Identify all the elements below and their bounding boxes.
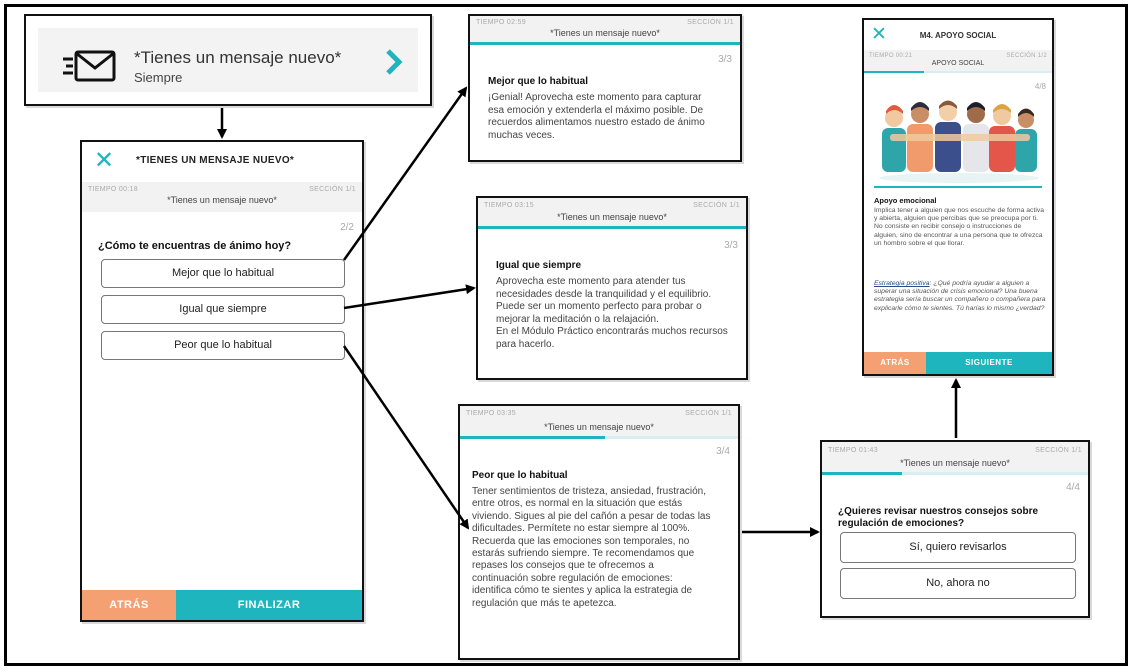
option-worse-button[interactable]: Peor que lo habitual: [101, 331, 345, 360]
meta-title: *Tienes un mensaje nuevo*: [550, 28, 660, 38]
progress-fill: [470, 42, 740, 45]
arrow-better-option-to-better-screen: [342, 86, 468, 261]
meta-bar: TIEMPO 01:43 SECCIÓN 1/1 *Tienes un mens…: [822, 442, 1088, 472]
timer-label: TIEMPO 03:35: [466, 410, 516, 417]
timer-label: TIEMPO 01:43: [828, 447, 878, 454]
finish-button[interactable]: FINALIZAR: [176, 590, 362, 620]
notification-subtitle: Siempre: [134, 70, 183, 85]
option-better-button[interactable]: Mejor que lo habitual: [101, 259, 345, 288]
header-title: *TIENES UN MENSAJE NUEVO*: [136, 155, 295, 166]
arrow-same-option-to-same-screen: [343, 284, 476, 310]
progress-fill: [460, 436, 605, 439]
strategy-label: Estrategia positiva: [874, 280, 930, 287]
meta-bar: TIEMPO 03:35 SECCIÓN 1/1 *Tienes un mens…: [460, 406, 738, 436]
module-title: M4. APOYO SOCIAL: [919, 31, 997, 40]
section-label: SECCIÓN 1/1: [693, 202, 740, 209]
close-icon[interactable]: ✕: [94, 146, 115, 174]
response-body: Aprovecha este momento para atender tus …: [496, 276, 728, 350]
chevron-right-icon[interactable]: [384, 48, 404, 81]
response-title: Mejor que lo habitual: [488, 76, 589, 87]
content-title: Apoyo emocional: [874, 196, 937, 205]
page-counter: 4/4: [1066, 482, 1080, 493]
meta-bar: TIEMPO 02:59 SECCIÓN 1/1 *Tienes un mens…: [470, 16, 740, 42]
meta-bar: TIEMPO 00:21 SECCIÓN 1/2 APOYO SOCIAL: [864, 50, 1052, 71]
next-button[interactable]: SIGUIENTE: [926, 352, 1052, 374]
response-body: Tener sentimientos de tristeza, ansiedad…: [472, 486, 711, 609]
page-counter: 3/3: [724, 240, 738, 251]
advice-question-screen: TIEMPO 01:43 SECCIÓN 1/1 *Tienes un mens…: [820, 440, 1090, 618]
meta-title: *Tienes un mensaje nuevo*: [167, 195, 277, 205]
timer-label: TIEMPO 02:59: [476, 19, 526, 26]
meta-bar: TIEMPO 03:15 SECCIÓN 1/1 *Tienes un mens…: [478, 198, 746, 226]
notification-card[interactable]: *Tienes un mensaje nuevo* Siempre: [24, 14, 432, 106]
progress-bar: [460, 436, 738, 439]
page-counter: 3/3: [718, 54, 732, 65]
back-button[interactable]: ATRÁS: [82, 590, 176, 620]
strategy-text: : ¿Qué podría ayudar a alguien a superar…: [874, 280, 1046, 312]
review-no-button[interactable]: No, ahora no: [840, 568, 1076, 599]
content-body: Implica tener a alguien que nos escuche …: [874, 207, 1045, 247]
notification-title: *Tienes un mensaje nuevo*: [134, 48, 342, 67]
response-title: Igual que siempre: [496, 260, 582, 271]
meta-bar: TIEMPO 00:18 SECCIÓN 1/1 *Tienes un mens…: [82, 182, 362, 212]
worse-response-screen: TIEMPO 03:35 SECCIÓN 1/1 *Tienes un mens…: [458, 404, 740, 660]
screen-header: ✕ *TIENES UN MENSAJE NUEVO*: [82, 142, 362, 182]
close-icon[interactable]: ✕: [871, 23, 887, 45]
question-screen: ✕ *TIENES UN MENSAJE NUEVO* TIEMPO 00:18…: [80, 140, 364, 622]
timer-label: TIEMPO 03:15: [484, 202, 534, 209]
progress-fill: [822, 472, 902, 475]
arrow-worse-option-to-worse-screen: [342, 345, 470, 530]
better-response-screen: TIEMPO 02:59 SECCIÓN 1/1 *Tienes un mens…: [468, 14, 742, 162]
section-label: SECCIÓN 1/2: [1006, 53, 1047, 59]
illustration-divider: [874, 186, 1042, 188]
timer-label: TIEMPO 00:21: [869, 53, 913, 59]
progress-bar: [864, 71, 1052, 73]
progress-fill: [864, 71, 925, 73]
meta-title: APOYO SOCIAL: [931, 60, 985, 67]
progress-fill: [478, 226, 746, 229]
section-label: SECCIÓN 1/1: [685, 410, 732, 417]
progress-bar: [822, 472, 1088, 475]
response-body: ¡Genial! Aprovecha este momento para cap…: [488, 92, 705, 141]
people-hugging-illustration: [872, 94, 1046, 189]
timer-label: TIEMPO 00:18: [88, 186, 138, 193]
page-counter: 2/2: [340, 222, 354, 233]
question-text: ¿Quieres revisar nuestros consejos sobre…: [838, 506, 1039, 529]
page-counter: 4/8: [1034, 82, 1046, 91]
section-label: SECCIÓN 1/1: [309, 186, 356, 193]
progress-bar: [478, 226, 746, 229]
envelope-icon: [62, 50, 116, 89]
section-label: SECCIÓN 1/1: [687, 19, 734, 26]
question-text: ¿Cómo te encuentras de ánimo hoy?: [98, 240, 292, 252]
meta-title: *Tienes un mensaje nuevo*: [900, 458, 1010, 468]
back-button[interactable]: ATRÁS: [864, 352, 926, 374]
option-same-button[interactable]: Igual que siempre: [101, 295, 345, 324]
strategy-paragraph: Estrategia positiva: ¿Qué podría ayudar …: [874, 280, 1046, 313]
progress-bar: [470, 42, 740, 45]
notification-body[interactable]: *Tienes un mensaje nuevo* Siempre: [38, 28, 418, 92]
screen-header: ✕ M4. APOYO SOCIAL: [864, 20, 1052, 50]
page-counter: 3/4: [716, 446, 730, 457]
diagram-frame: [4, 4, 1128, 666]
same-response-screen: TIEMPO 03:15 SECCIÓN 1/1 *Tienes un mens…: [476, 196, 748, 380]
meta-title: *Tienes un mensaje nuevo*: [544, 422, 654, 432]
response-title: Peor que lo habitual: [472, 470, 568, 481]
section-label: SECCIÓN 1/1: [1035, 447, 1082, 454]
review-yes-button[interactable]: Sí, quiero revisarlos: [840, 532, 1076, 563]
meta-title: *Tienes un mensaje nuevo*: [557, 212, 667, 222]
social-support-screen: ✕ M4. APOYO SOCIAL TIEMPO 00:21 SECCIÓN …: [862, 18, 1054, 376]
